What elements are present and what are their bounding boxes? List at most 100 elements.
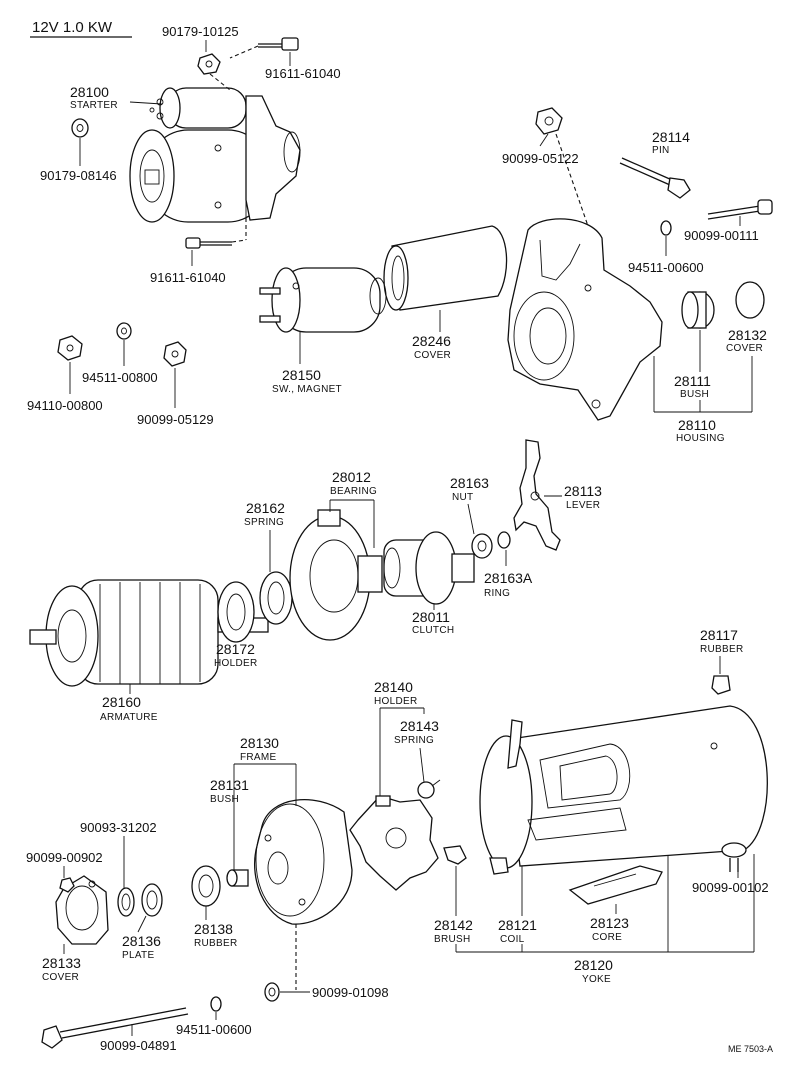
magnet-switch-28150 [259,267,387,333]
bolt-91611-61040-bottom [185,237,232,249]
yoke-28120 [479,705,768,869]
rubber-28117 [711,675,731,695]
label-28136: 28136 [122,933,161,949]
spec-header: 12V 1.0 KW [32,19,113,36]
label-90099-01098: 90099-01098 [312,985,389,1000]
label-28172: 28172 [216,641,255,657]
name-cover-28133: COVER [42,972,79,983]
label-28246: 28246 [412,333,451,349]
name-cover-28132: COVER [726,343,763,354]
cover-28132 [735,281,765,319]
label-28143: 28143 [400,718,439,734]
bearing-28012 [289,509,383,641]
label-28114: 28114 [652,129,690,145]
name-plate: PLATE [122,950,154,961]
name-brush: BRUSH [434,934,471,945]
plate-28136 [141,883,163,917]
starter-assembly [129,87,301,223]
washer-90093-31202 [117,887,135,917]
name-nut-28163: NUT [452,492,473,503]
housing-28110 [507,218,663,421]
washer-94511-00600-top [660,220,672,236]
label-90099-00102: 90099-00102 [692,880,769,895]
label-28131: 28131 [210,777,249,793]
name-cover-28246: COVER [414,350,451,361]
name-yoke: YOKE [582,974,611,985]
name-sw-magnet: SW., MAGNET [272,384,342,395]
nut-90179-08146 [71,118,89,138]
name-coil: COIL [500,934,525,945]
cover-28133 [55,875,109,945]
name-spring-28143: SPRING [394,735,434,746]
name-clutch: CLUTCH [412,625,454,636]
nut-90179-10125 [197,53,221,75]
nut-90099-05129 [163,341,187,367]
spring-28143 [417,779,441,799]
name-rubber-28117: RUBBER [700,644,743,655]
cover-28246 [383,225,508,311]
washer-94511-00800 [116,322,132,340]
label-28110: 28110 [678,417,716,433]
label-28133: 28133 [42,955,81,971]
label-28120: 28120 [574,957,613,973]
label-90099-00111: 90099-00111 [684,228,759,243]
label-91611-61040-top: 91611-61040 [265,66,341,81]
spring-28162 [259,571,293,625]
name-bush-28131: BUSH [210,794,239,805]
name-spring-28162: SPRING [244,517,284,528]
label-90099-05129: 90099-05129 [137,412,214,427]
core-28123 [568,865,663,905]
name-holder-28172: HOLDER [214,658,257,669]
label-28123: 28123 [590,915,629,931]
label-28113: 28113 [564,483,602,499]
label-28011: 28011 [412,609,450,625]
name-core: CORE [592,932,622,943]
holder-28172 [217,581,255,643]
name-ring: RING [484,588,510,599]
label-90179-08146: 90179-08146 [40,168,117,183]
label-90179-10125: 90179-10125 [162,24,239,39]
armature-28160 [29,579,269,687]
label-28163: 28163 [450,475,489,491]
label-28150: 28150 [282,367,321,383]
name-holder-28140: HOLDER [374,696,417,707]
clutch-28011 [383,531,475,605]
label-28117: 28117 [700,627,738,643]
label-94110-00800: 94110-00800 [27,398,103,413]
name-lever: LEVER [566,500,600,511]
name-armature: ARMATURE [100,712,158,723]
lever-28113 [513,439,561,551]
label-28142: 28142 [434,917,473,933]
washer-90099-01098 [264,982,280,1002]
bolt-90099-04891 [41,1007,189,1049]
name-housing: HOUSING [676,433,725,444]
label-90093-31202: 90093-31202 [80,820,157,835]
bolt-90099-00902 [59,877,75,893]
label-90099-04891: 90099-04891 [100,1038,177,1053]
label-94511-00800: 94511-00800 [82,370,158,385]
label-91611-61040-bottom: 91611-61040 [150,270,226,285]
label-28121: 28121 [498,917,537,933]
label-28162: 28162 [246,500,285,516]
label-94511-00600-bottom: 94511-00600 [176,1022,252,1037]
label-90099-00902: 90099-00902 [26,850,103,865]
rubber-28138 [191,865,221,907]
label-28132: 28132 [728,327,767,343]
frame-28130 [254,799,353,925]
name-rubber-28138: RUBBER [194,938,237,949]
brush-28142 [443,845,509,875]
nut-94110-00800 [57,335,83,361]
label-28163A: 28163A [484,570,533,586]
label-28100: 28100 [70,84,109,100]
ring-28163A [497,531,511,549]
name-bush-28111: BUSH [680,389,709,400]
label-28111: 28111 [674,373,711,389]
bush-28131 [226,869,249,887]
name-bearing: BEARING [330,486,377,497]
washer-94511-00600-bottom [210,996,222,1012]
drawing-ref: ME 7503-A [728,1044,773,1054]
nut-28163 [471,533,493,559]
bush-28111 [681,291,715,329]
nut-90099-05122 [535,107,563,135]
